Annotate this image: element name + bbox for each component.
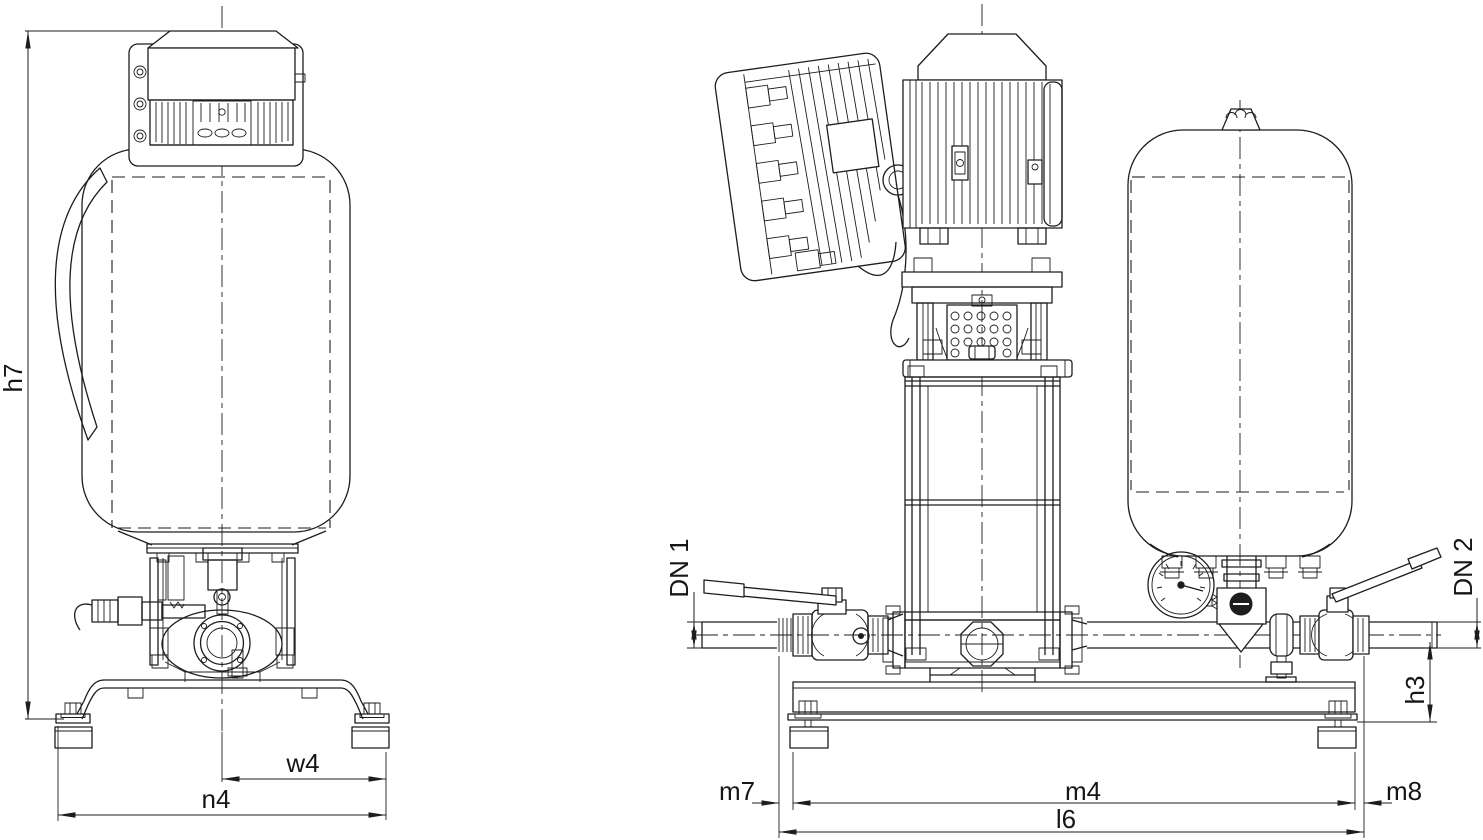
dim-label-l6: l6 bbox=[1056, 804, 1076, 834]
cable-glands bbox=[745, 84, 810, 259]
frequency-converter bbox=[714, 52, 906, 282]
housing-hex-plug bbox=[960, 621, 1004, 667]
front-motor bbox=[902, 33, 1063, 245]
dim-label-w4: w4 bbox=[285, 748, 319, 778]
dim-m7: m7 bbox=[719, 776, 779, 806]
dim-label-n4: n4 bbox=[202, 784, 231, 814]
side-foot-right bbox=[351, 726, 390, 749]
front-foot-left bbox=[789, 726, 829, 749]
side-base bbox=[54, 679, 390, 749]
dim-label-dn2: DN 2 bbox=[1448, 537, 1478, 596]
air-valve-cap bbox=[1214, 108, 1268, 131]
dim-label-h7: h7 bbox=[0, 364, 28, 393]
suction-line bbox=[701, 579, 904, 661]
suction-pipe-end bbox=[701, 621, 777, 649]
side-tank-hidden-outline bbox=[111, 176, 331, 529]
side-anchor-bolt-right bbox=[359, 702, 385, 718]
dim-m8: m8 bbox=[1364, 776, 1422, 806]
side-drain-plug bbox=[231, 649, 244, 679]
dim-label-h3: h3 bbox=[1400, 676, 1430, 705]
dim-dn2: DN 2 bbox=[1437, 537, 1481, 649]
pipe-thread bbox=[778, 618, 792, 652]
dim-label-dn1: DN 1 bbox=[664, 538, 694, 597]
side-anchor-bolt-left bbox=[60, 702, 86, 718]
discharge-valve-lever bbox=[1331, 559, 1423, 603]
tank-hidden-outline bbox=[1130, 176, 1350, 493]
pipe-support-clamp bbox=[1265, 613, 1297, 683]
side-pump-column-left bbox=[149, 557, 159, 666]
front-base-frame bbox=[787, 681, 1358, 749]
discharge-ball-valve bbox=[1299, 547, 1442, 661]
motor-nameplate bbox=[951, 145, 969, 181]
dim-label-m7: m7 bbox=[719, 776, 755, 806]
front-view: DN 1 DN 2 h3 m7 m4 bbox=[664, 4, 1481, 838]
dim-m4: m4 bbox=[793, 776, 1355, 806]
gauge-needle bbox=[1180, 584, 1204, 592]
dim-n4: n4 bbox=[57, 726, 386, 821]
discharge-lever-grip bbox=[1407, 547, 1442, 570]
side-motor bbox=[128, 30, 306, 167]
side-foot-left bbox=[54, 726, 93, 749]
side-motor-lid bbox=[147, 30, 299, 49]
pump-top-flange bbox=[902, 359, 1073, 378]
front-anchor-bolt-left bbox=[794, 700, 822, 727]
side-pump-column-right bbox=[286, 557, 296, 666]
dim-label-m8: m8 bbox=[1386, 776, 1422, 806]
tank-bottom-fittings bbox=[1149, 543, 1331, 579]
side-pump bbox=[74, 543, 299, 682]
dim-dn1: DN 1 bbox=[664, 538, 702, 649]
dim-l6: l6 bbox=[779, 804, 1364, 835]
diaphragm-tank bbox=[1127, 108, 1353, 579]
tank-connection-valve bbox=[1216, 556, 1267, 653]
side-terminal-box bbox=[147, 47, 296, 101]
dim-h3: h3 bbox=[1357, 642, 1437, 723]
side-motor-fins bbox=[149, 99, 294, 146]
side-tank-handle-loop bbox=[54, 167, 108, 441]
suction-ball-valve bbox=[703, 579, 870, 661]
suction-lever-grip bbox=[703, 579, 745, 598]
discharge-line bbox=[1071, 547, 1442, 683]
converter-nameplate bbox=[825, 118, 880, 174]
side-view: h7 w4 n4 bbox=[0, 6, 390, 821]
side-volute bbox=[161, 609, 283, 679]
side-motor-bolts bbox=[133, 65, 306, 143]
tie-rods bbox=[905, 365, 1060, 661]
pressure-gauge bbox=[1147, 551, 1218, 619]
dim-h7: h7 bbox=[0, 30, 172, 720]
motor-stool-plate bbox=[901, 271, 1063, 288]
front-foot-right bbox=[1317, 726, 1357, 749]
dim-label-m4: m4 bbox=[1065, 776, 1101, 806]
motor-body bbox=[902, 79, 1063, 229]
front-anchor-bolt-right bbox=[1324, 700, 1352, 727]
dim-w4: w4 bbox=[222, 748, 387, 820]
cooling-fins bbox=[788, 58, 886, 266]
